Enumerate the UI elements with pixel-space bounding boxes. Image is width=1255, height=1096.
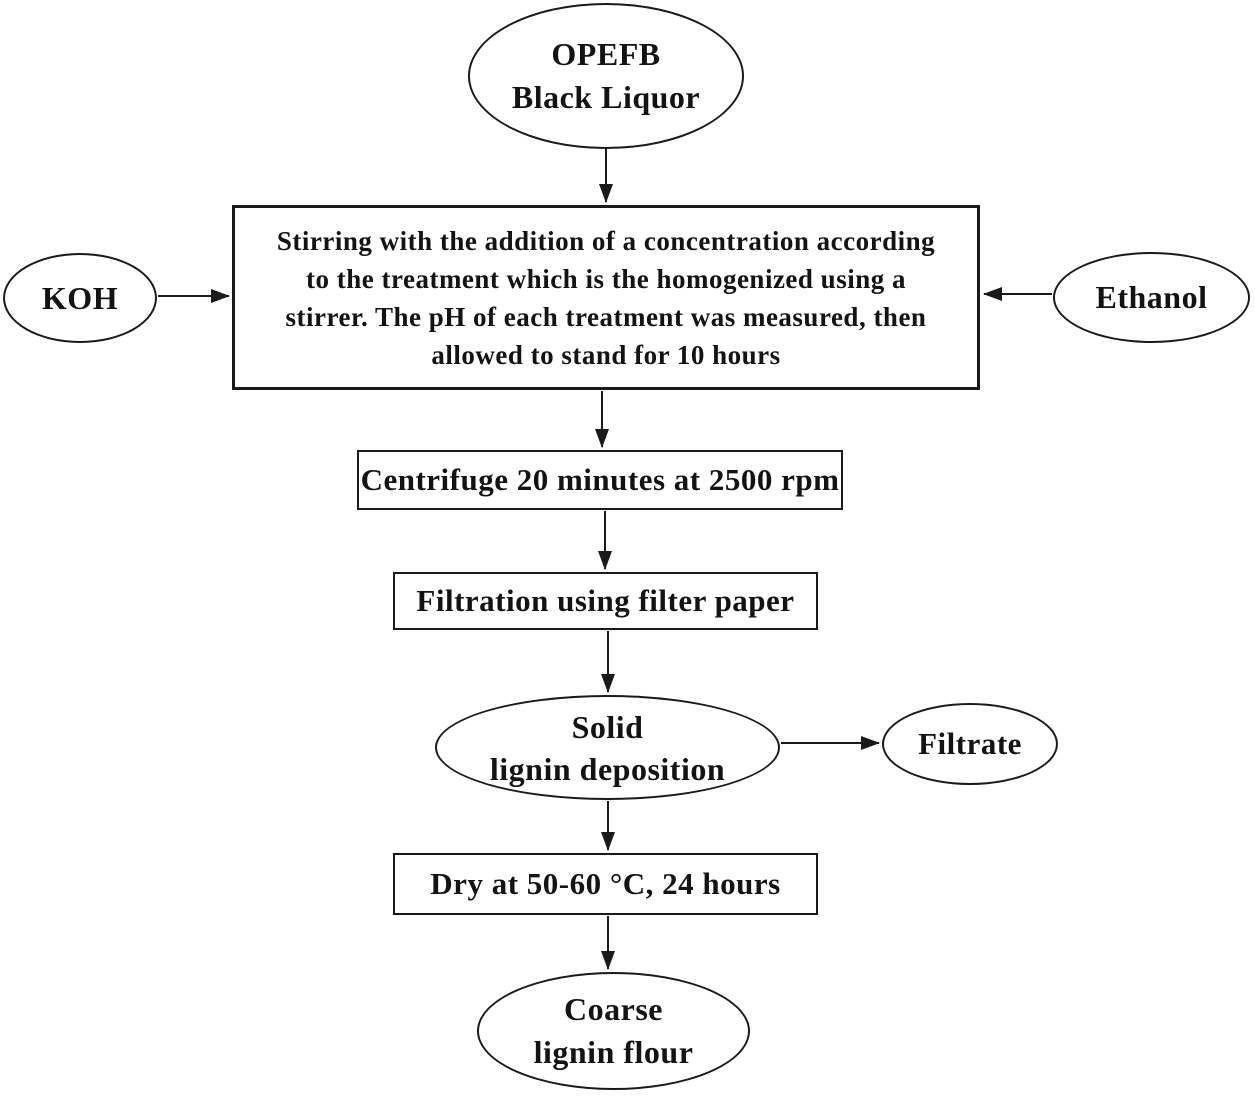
node-koh: KOH — [3, 253, 157, 343]
node-filtrate-label: Filtrate — [918, 726, 1022, 761]
node-centrifuge: Centrifuge 20 minutes at 2500 rpm — [357, 450, 843, 510]
node-dry-label: Dry at 50-60 °C, 24 hours — [430, 866, 781, 901]
node-ethanol-label: Ethanol — [1095, 279, 1208, 315]
node-centrifuge-label: Centrifuge 20 minutes at 2500 rpm — [360, 462, 840, 497]
node-koh-label: KOH — [41, 279, 119, 316]
node-dry: Dry at 50-60 °C, 24 hours — [393, 853, 818, 915]
node-ethanol: Ethanol — [1053, 252, 1250, 343]
node-stirring-process: Stirring with the addition of a concentr… — [232, 205, 980, 390]
node-stirring-label: Stirring with the addition of a concentr… — [276, 225, 936, 370]
node-filtrate: Filtrate — [882, 703, 1058, 785]
node-filtration-label: Filtration using filter paper — [416, 583, 795, 618]
node-filtration: Filtration using filter paper — [393, 572, 818, 630]
